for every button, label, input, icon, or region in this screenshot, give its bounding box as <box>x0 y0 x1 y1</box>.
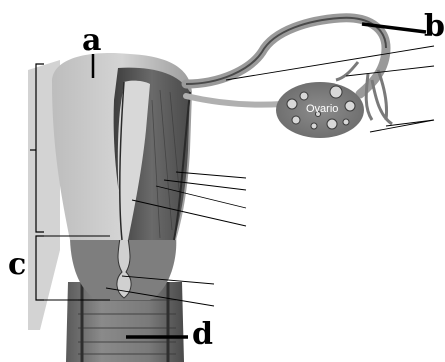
ovary-label: Ovario <box>306 104 338 115</box>
fallopian-tube <box>186 18 386 94</box>
ovarian-ligament <box>186 96 282 105</box>
label-b: b <box>424 12 445 42</box>
label-c: c <box>8 250 26 280</box>
label-d: d <box>192 320 213 350</box>
label-a: a <box>82 26 101 56</box>
